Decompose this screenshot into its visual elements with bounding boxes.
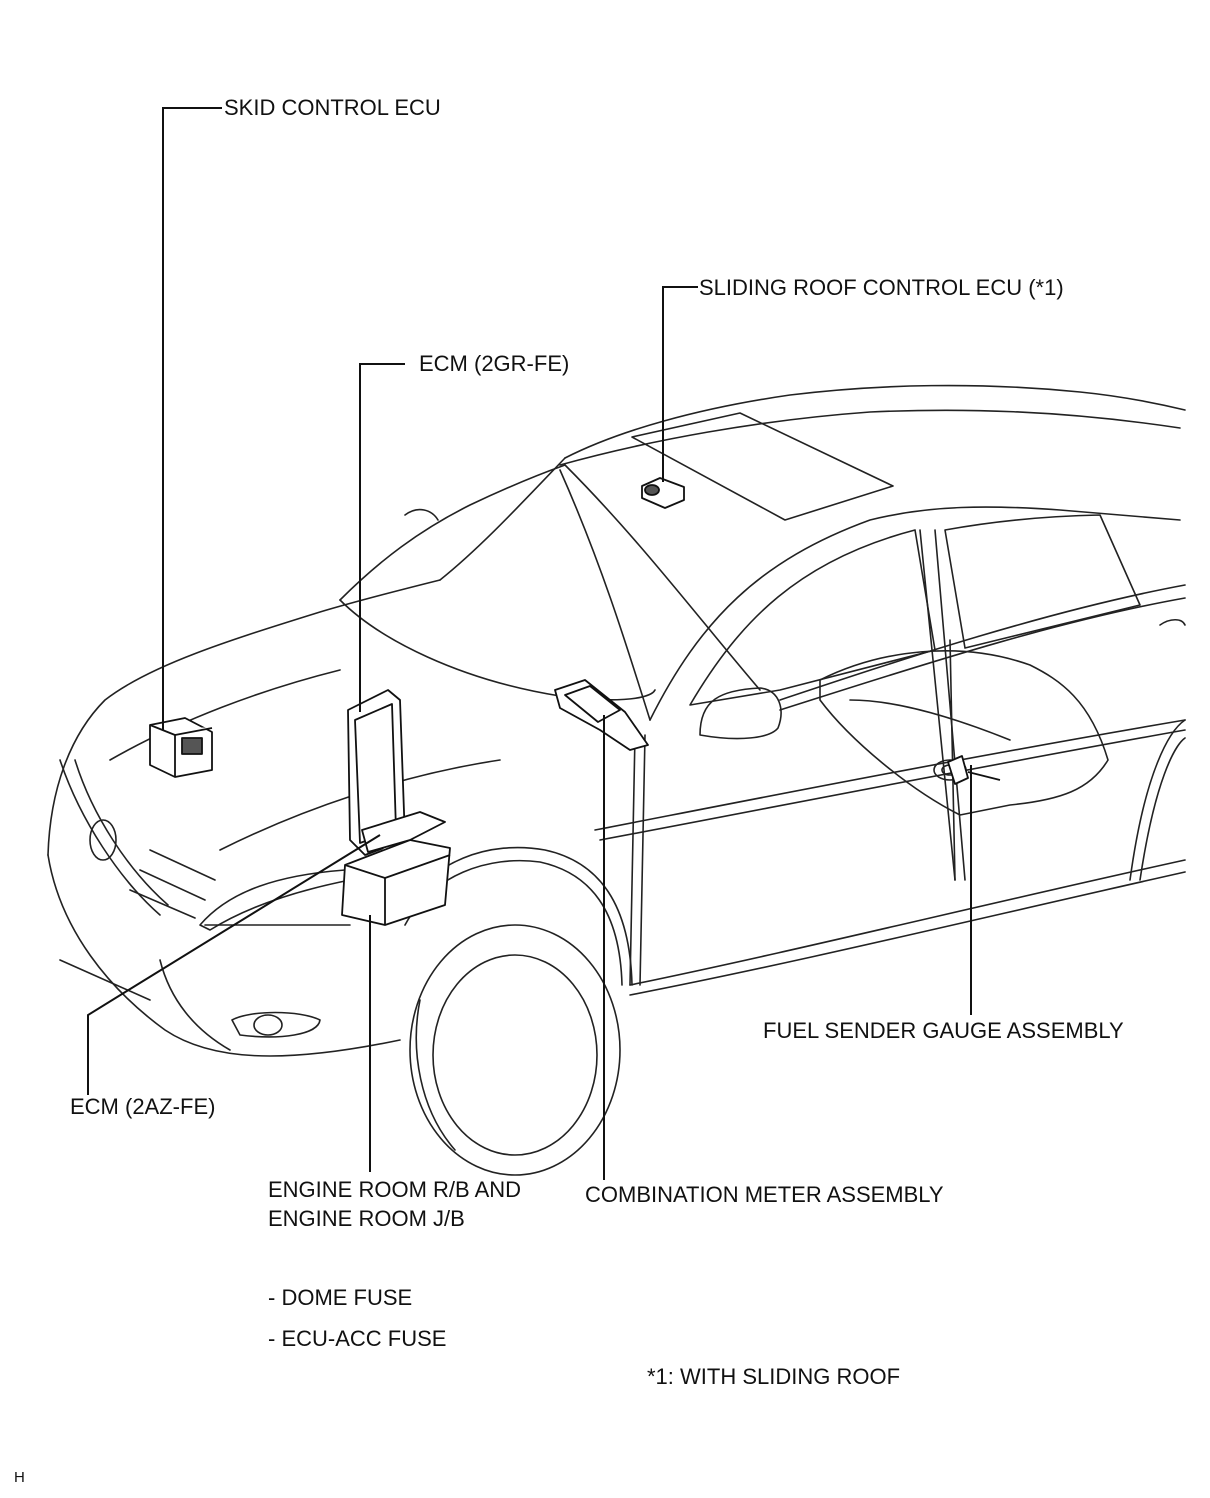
leader-ecm-2gr-fe [359,363,405,712]
skid-control-ecu-part [149,717,213,778]
engine-room-junction-block-part [341,811,451,926]
leader-lines [87,107,972,1180]
footnote-with-sliding-roof: *1: WITH SLIDING ROOF [647,1364,901,1389]
label-sliding-roof-control-ecu: SLIDING ROOF CONTROL ECU (*1) [699,275,1064,300]
label-fuel-sender-gauge-assembly: FUEL SENDER GAUGE ASSEMBLY [763,1018,1124,1043]
car-outline-drawing [47,384,1186,1176]
label-ecm-2gr-fe: ECM (2GR-FE) [419,351,570,376]
leader-ecm-2az-fe [87,834,381,1095]
label-combination-meter-assembly: COMBINATION METER ASSEMBLY [585,1182,944,1207]
label-dome-fuse: - DOME FUSE [268,1285,413,1310]
label-engine-room-rb-line2: ENGINE ROOM J/B [268,1206,465,1231]
corner-mark: H [14,1469,25,1486]
combination-meter-assembly-part [554,679,649,751]
sliding-roof-control-ecu-part [641,477,685,509]
leader-sliding-roof-control-ecu [662,286,698,482]
fuel-sender-gauge-part [947,755,1001,785]
label-ecu-acc-fuse: - ECU-ACC FUSE [268,1326,447,1351]
leader-skid-control-ecu [162,107,222,730]
label-ecm-2az-fe: ECM (2AZ-FE) [70,1094,216,1119]
label-engine-room-rb-line1: ENGINE ROOM R/B AND [268,1177,522,1202]
label-skid-control-ecu: SKID CONTROL ECU [224,95,441,120]
